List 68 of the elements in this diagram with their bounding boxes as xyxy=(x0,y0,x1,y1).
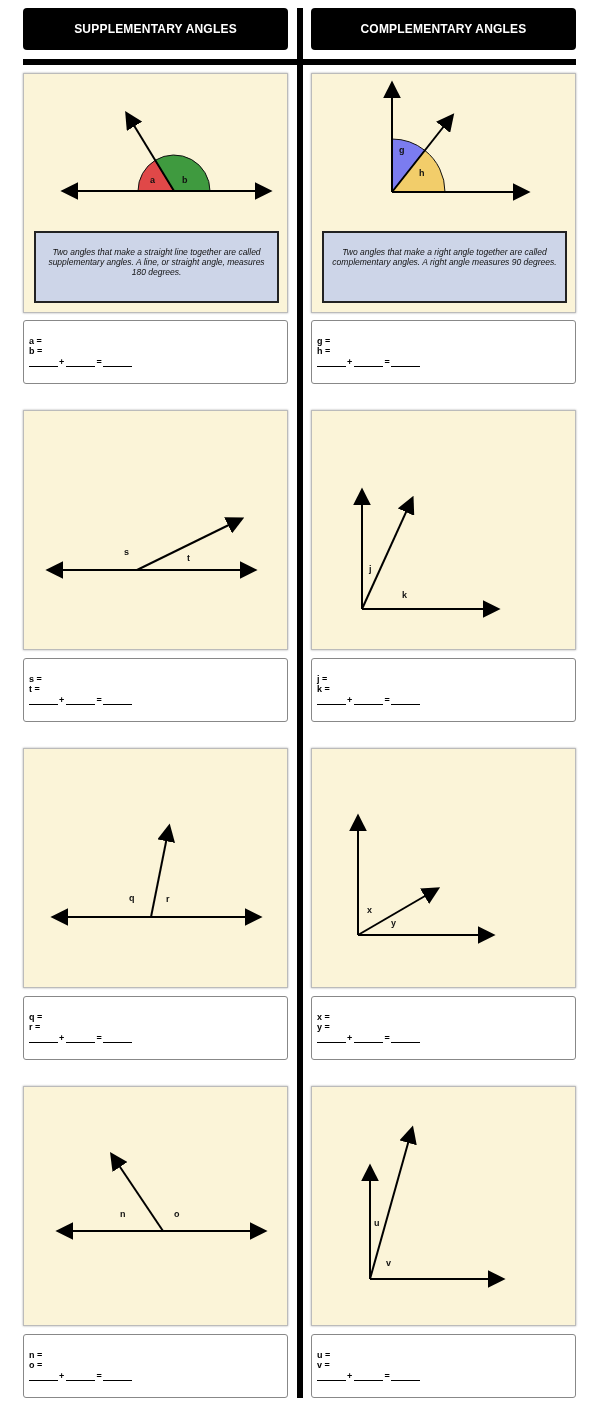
variable-label: r = xyxy=(29,1022,41,1032)
plus-sign: + xyxy=(59,1033,65,1043)
angle-label: v xyxy=(386,1258,391,1268)
answer-box xyxy=(23,320,288,384)
angle-label: k xyxy=(402,590,407,600)
answer-box xyxy=(311,1334,576,1398)
angle-label: a xyxy=(150,175,155,185)
angle-label: y xyxy=(391,918,396,928)
equals-sign: = xyxy=(384,1371,390,1381)
equals-sign: = xyxy=(96,1033,102,1043)
variable-label: v = xyxy=(317,1360,330,1370)
variable-label: y = xyxy=(317,1022,330,1032)
drawing-panel xyxy=(311,1086,576,1326)
angle-label: g xyxy=(399,145,405,155)
drawing-panel xyxy=(23,73,288,313)
answer-box xyxy=(23,1334,288,1398)
variable-label: k = xyxy=(317,684,330,694)
plus-sign: + xyxy=(347,1033,353,1043)
angle-label: n xyxy=(120,1209,126,1219)
angle-label: h xyxy=(419,168,425,178)
plus-sign: + xyxy=(347,357,353,367)
variable-label: g = xyxy=(317,336,331,346)
answer-box xyxy=(311,996,576,1060)
variable-label: o = xyxy=(29,1360,43,1370)
answer-box xyxy=(23,996,288,1060)
definition-box: Two angles that make a straight line together are called supplementary angles. A line, or straight angle, measures 180 degrees. xyxy=(34,231,279,303)
plus-sign: + xyxy=(59,357,65,367)
plus-sign: + xyxy=(59,695,65,705)
variable-label: u = xyxy=(317,1350,331,1360)
angle-label: s xyxy=(124,547,129,557)
plus-sign: + xyxy=(59,1371,65,1381)
plus-sign: + xyxy=(347,695,353,705)
angle-label: o xyxy=(174,1209,180,1219)
equals-sign: = xyxy=(96,357,102,367)
equals-sign: = xyxy=(96,695,102,705)
angle-label: t xyxy=(187,553,190,563)
variable-label: s = xyxy=(29,674,42,684)
answer-box xyxy=(23,658,288,722)
equals-sign: = xyxy=(384,1033,390,1043)
drawing-panel xyxy=(311,73,576,313)
answer-box xyxy=(311,658,576,722)
variable-label: x = xyxy=(317,1012,330,1022)
equals-sign: = xyxy=(384,695,390,705)
plus-sign: + xyxy=(347,1371,353,1381)
variable-label: n = xyxy=(29,1350,43,1360)
variable-label: j = xyxy=(317,674,328,684)
drawing-panel xyxy=(311,748,576,988)
variable-label: a = xyxy=(29,336,42,346)
equals-sign: = xyxy=(384,357,390,367)
drawing-panel xyxy=(23,748,288,988)
drawing-panel xyxy=(23,410,288,650)
variable-label: q = xyxy=(29,1012,43,1022)
variable-label: t = xyxy=(29,684,40,694)
angle-label: q xyxy=(129,893,135,903)
definition-box: Two angles that make a right angle together are called complementary angles. A right angle measures 90 degrees. xyxy=(322,231,567,303)
equals-sign: = xyxy=(96,1371,102,1381)
variable-label: b = xyxy=(29,346,43,356)
angle-label: r xyxy=(166,894,170,904)
angle-label: x xyxy=(367,905,372,915)
answer-box xyxy=(311,320,576,384)
drawing-panel xyxy=(311,410,576,650)
column-header: SUPPLEMENTARY ANGLES xyxy=(23,8,288,50)
angle-label: u xyxy=(374,1218,380,1228)
column-header: COMPLEMENTARY ANGLES xyxy=(311,8,576,50)
angle-label: j xyxy=(369,564,372,574)
variable-label: h = xyxy=(317,346,331,356)
drawing-panel xyxy=(23,1086,288,1326)
angle-label: b xyxy=(182,175,188,185)
